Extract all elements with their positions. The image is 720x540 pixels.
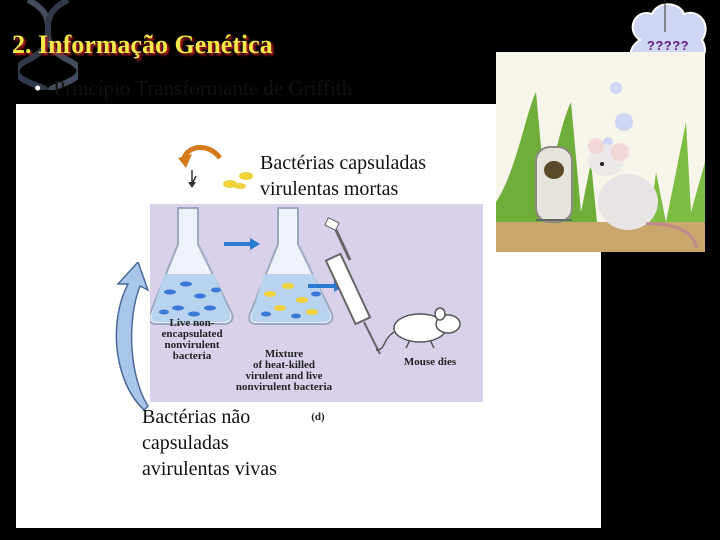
- flask-1-caption: Live non- encapsulated nonvirulent bacte…: [154, 318, 230, 362]
- label-line: Bactérias capsuladas: [260, 152, 427, 174]
- curved-arrow-icon: [178, 145, 253, 189]
- flask-1-bacteria: [159, 281, 221, 317]
- mouse-icon: [375, 307, 461, 351]
- label-line: Bactérias não: [142, 406, 251, 428]
- label-line: avirulentas vivas: [142, 458, 277, 480]
- caption-line: bacteria: [172, 350, 212, 362]
- griffith-experiment-figure: [150, 204, 483, 402]
- label-live-nonvirulent: Bactérias não capsuladas avirulentas viv…: [142, 404, 277, 482]
- cycle-arrow-icon: [115, 262, 150, 412]
- slide-title: 2. Informação Genética: [12, 30, 273, 59]
- caption-line: virulent and live: [245, 370, 323, 382]
- flask-2-caption: Mixture of heat-killed virulent and live…: [224, 349, 344, 393]
- caption-line: Mixture: [264, 348, 304, 360]
- flask-2-bacteria: [261, 283, 321, 319]
- panel-letter: (d): [311, 411, 325, 423]
- caption-line: Live non-: [169, 317, 215, 329]
- thought-bubble-text: ?????: [646, 38, 690, 53]
- bullet-item: • Princípio Transformante de Griffith: [34, 76, 352, 101]
- label-dead-virulent: Bactérias capsuladas virulentas mortas: [260, 150, 426, 202]
- caption-line: nonvirulent bacteria: [235, 381, 333, 393]
- dna-helix-icon: [18, 0, 78, 90]
- caption-line: nonvirulent: [164, 339, 220, 351]
- label-line: virulentas mortas: [260, 178, 399, 200]
- label-line: capsuladas: [142, 432, 229, 454]
- outcome-caption: Mouse dies: [403, 356, 457, 368]
- bullet-text: Princípio Transformante de Griffith: [53, 76, 353, 100]
- caption-line: encapsulated: [161, 328, 223, 340]
- mouse-grave-illustration: [496, 52, 705, 252]
- syringe-icon: [324, 217, 381, 355]
- caption-line: of heat-killed: [252, 359, 316, 371]
- bullet-dot-icon: •: [34, 76, 42, 100]
